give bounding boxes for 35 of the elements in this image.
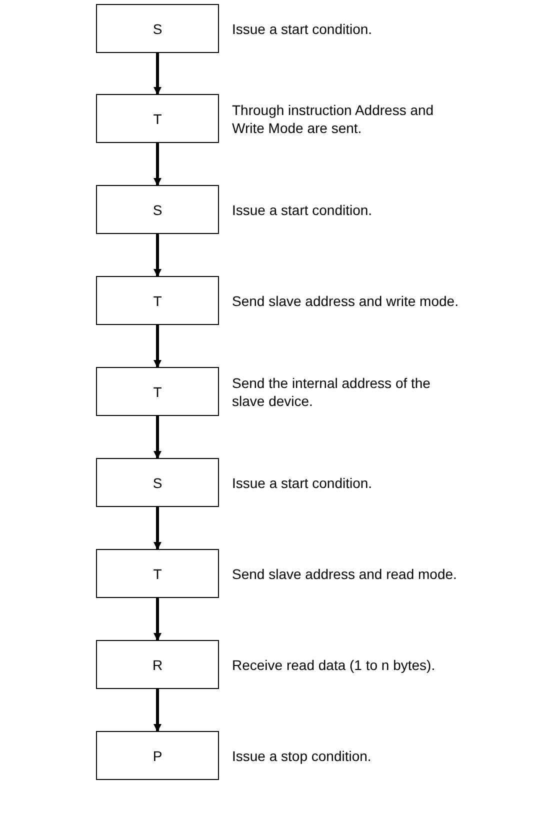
step-description: Issue a start condition.: [232, 20, 372, 38]
step-code: P: [152, 748, 162, 764]
step-code: T: [153, 292, 162, 308]
step-description: Issue a start condition.: [232, 200, 372, 218]
arrow: [154, 234, 162, 277]
step-description: Issue a start condition.: [232, 474, 372, 492]
step-code: T: [153, 384, 162, 400]
step-description: Issue a stop condition.: [232, 746, 372, 764]
process-box: [96, 94, 219, 143]
process-box: [96, 4, 219, 53]
step-code: R: [152, 656, 163, 672]
arrow: [154, 325, 162, 368]
step-description: Send slave address and read mode.: [232, 564, 457, 582]
step-code: S: [152, 202, 162, 218]
arrow: [154, 598, 162, 641]
process-box: [96, 549, 219, 598]
step-description: Send the internal address of the slave device.: [232, 374, 432, 410]
process-box: [96, 185, 219, 234]
process-box: [96, 731, 219, 780]
arrow: [154, 507, 162, 550]
step-code: T: [153, 566, 162, 582]
process-box: [96, 640, 219, 689]
step-description: Receive read data (1 to n bytes).: [232, 656, 436, 674]
arrow: [154, 689, 162, 732]
process-box: [96, 367, 219, 416]
arrow: [154, 53, 162, 95]
step-code: S: [152, 474, 162, 490]
process-box: [96, 276, 219, 325]
step-code: T: [153, 110, 162, 126]
step-description: Send slave address and write mode.: [232, 292, 458, 310]
step-code: S: [152, 20, 162, 36]
step-description: Through instruction Address and Write Mode are sent.: [232, 100, 435, 136]
process-box: [96, 458, 219, 507]
arrow: [154, 416, 162, 459]
arrow: [154, 143, 162, 186]
